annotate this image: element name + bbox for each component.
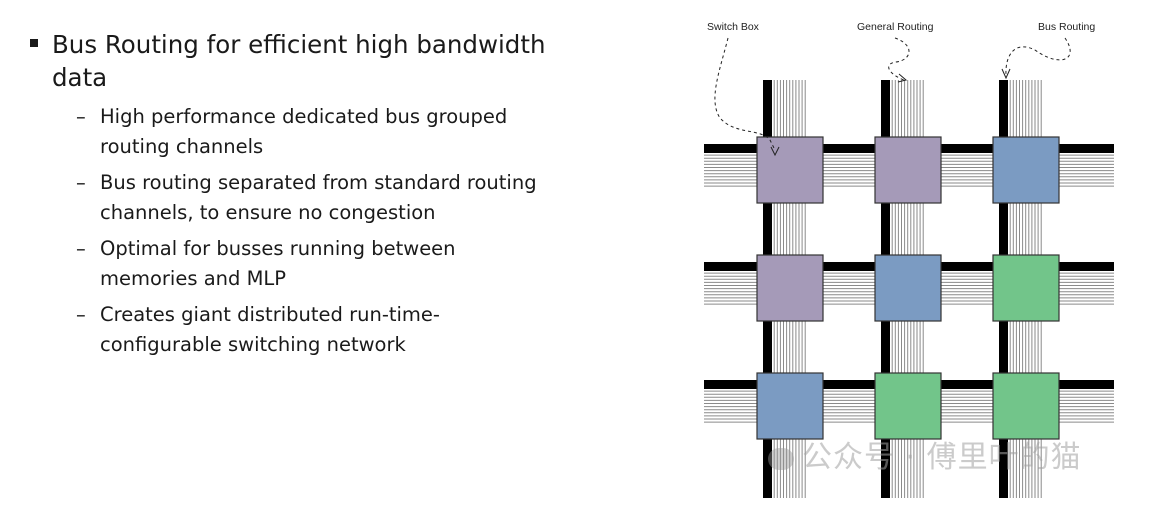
- arrowhead-icon: [770, 146, 780, 157]
- arrowhead-icon: [897, 73, 908, 83]
- sub-bullet: – Bus routing separated from standard ro…: [76, 168, 546, 228]
- switch-box: [756, 372, 824, 440]
- sub-bullet-text: Bus routing separated from standard rout…: [100, 171, 537, 224]
- dash-icon: –: [76, 171, 86, 194]
- dash-icon: –: [76, 303, 86, 326]
- bus-routing-label: Bus Routing: [1038, 21, 1095, 33]
- switch-box: [874, 254, 942, 322]
- sub-bullet-list: – High performance dedicated bus grouped…: [76, 102, 546, 366]
- dash-icon: –: [76, 105, 86, 128]
- routing-grid-svg: Switch Box General Routing Bus Routing: [704, 21, 1114, 498]
- square-bullet-icon: [30, 39, 38, 47]
- sub-bullet-text: Optimal for busses running between memor…: [100, 237, 456, 290]
- sub-bullet: – Optimal for busses running between mem…: [76, 234, 546, 294]
- switch-box: [992, 254, 1060, 322]
- switch-box: [756, 254, 824, 322]
- general-routing-label: General Routing: [857, 21, 934, 33]
- bus-routing-callout-arrow: [1005, 37, 1071, 76]
- switch-box: [874, 372, 942, 440]
- sub-bullet-text: Creates giant distributed run-time-confi…: [100, 303, 440, 356]
- sub-bullet: – High performance dedicated bus grouped…: [76, 102, 546, 162]
- routing-diagram: Switch Box General Routing Bus Routing: [690, 0, 1130, 528]
- switch-box-callout-arrow: [714, 37, 776, 151]
- general-routing-callout-arrow: [888, 37, 910, 81]
- sub-bullet-text: High performance dedicated bus grouped r…: [100, 105, 508, 158]
- switch-box: [992, 372, 1060, 440]
- slide-text: Bus Routing for efficient high bandwidth…: [30, 28, 552, 366]
- watermark-text: 公众号 · 傅里叶的猫: [802, 440, 1082, 475]
- arrowhead-icon: [1001, 68, 1011, 80]
- watermark: 公众号 · 傅里叶的猫: [768, 432, 1082, 476]
- sub-bullet: – Creates giant distributed run-time-con…: [76, 300, 546, 360]
- wechat-icon: [768, 447, 794, 470]
- switch-box: [756, 136, 824, 204]
- switch-box-grid: [756, 136, 1060, 440]
- callouts: Switch Box General Routing Bus Routing: [707, 21, 1095, 157]
- main-bullet-text: Bus Routing for efficient high bandwidth…: [52, 30, 546, 92]
- main-bullet: Bus Routing for efficient high bandwidth…: [30, 28, 552, 94]
- switch-box-label: Switch Box: [707, 21, 760, 33]
- switch-box: [874, 136, 942, 204]
- switch-box: [992, 136, 1060, 204]
- dash-icon: –: [76, 237, 86, 260]
